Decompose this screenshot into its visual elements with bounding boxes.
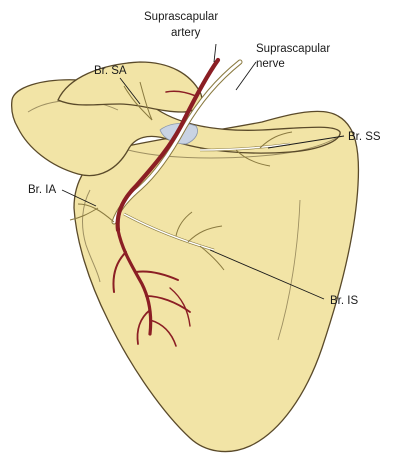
label-br-ss: Br. SS (348, 131, 381, 143)
label-suprascapular-artery-line2: artery (171, 27, 201, 39)
label-suprascapular-nerve-line1: Suprascapular (256, 43, 330, 55)
label-br-sa: Br. SA (94, 65, 127, 77)
label-suprascapular-nerve-line2: nerve (256, 58, 285, 70)
coracoid-process (58, 62, 202, 112)
label-suprascapular-artery-line1: Suprascapular (144, 11, 218, 23)
label-br-is: Br. IS (330, 295, 358, 307)
label-br-ia: Br. IA (28, 184, 56, 196)
